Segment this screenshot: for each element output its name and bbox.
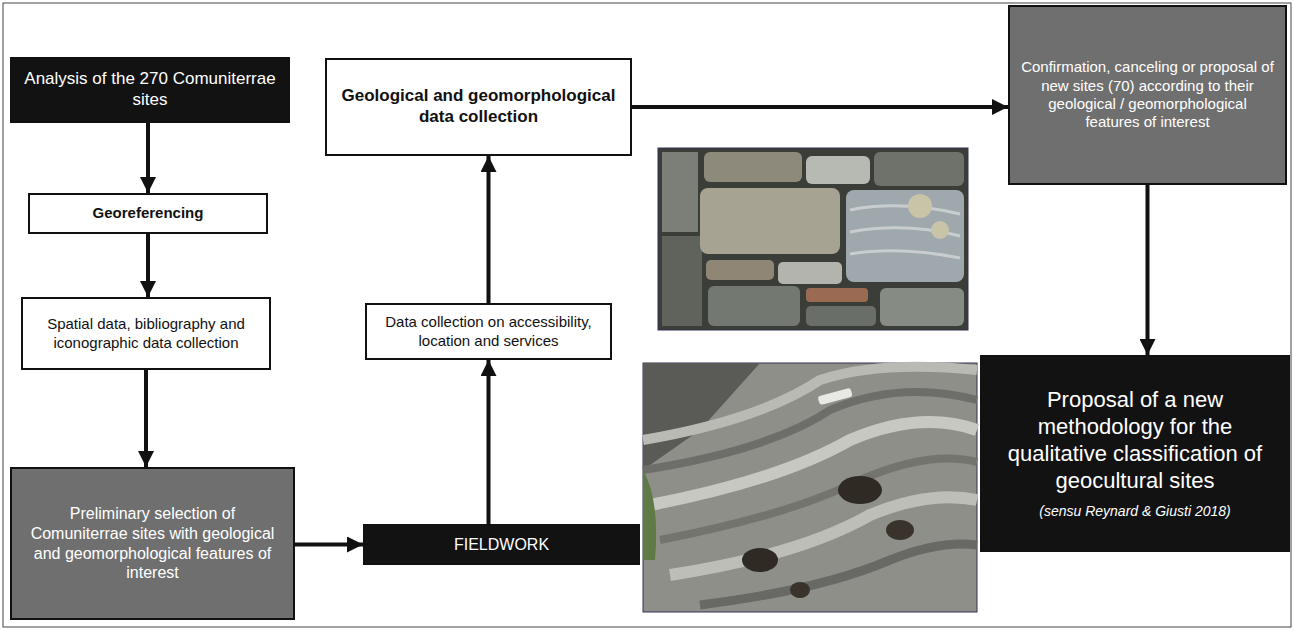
- flow-arrow: [1146, 185, 1150, 355]
- node-text: Georeferencing: [93, 204, 204, 222]
- flow-arrow: [295, 543, 363, 547]
- node-text: Preliminary selection of Comuniterrae si…: [22, 504, 283, 582]
- outcome-box: Proposal of a new methodology for the qu…: [980, 355, 1290, 552]
- flow-arrow: [146, 234, 150, 297]
- node-text: Spatial data, bibliography and iconograp…: [33, 315, 259, 352]
- node-text: Geological and geomorphological data col…: [337, 86, 620, 127]
- folded-rock-photo: [643, 363, 977, 612]
- node-text: Analysis of the 270 Comuniterrae sites: [22, 69, 278, 110]
- process-box: Spatial data, bibliography and iconograp…: [21, 297, 271, 370]
- flow-arrow: [632, 105, 1008, 109]
- node-text: Confirmation, canceling or proposal of n…: [1020, 58, 1275, 131]
- flow-arrow: [487, 360, 491, 524]
- citation-text: (sensu Reynard & Giusti 2018): [1039, 503, 1230, 520]
- figure-frame: [3, 3, 1291, 627]
- flow-arrow: [144, 370, 148, 467]
- node-text: FIELDWORK: [454, 535, 549, 555]
- node-text: Data collection on accessibility, locati…: [377, 313, 600, 350]
- process-box: Geological and geomorphological data col…: [325, 58, 632, 156]
- stone-wall-photo: [658, 148, 968, 330]
- flow-arrow: [146, 123, 150, 193]
- selection-box: Preliminary selection of Comuniterrae si…: [10, 467, 295, 620]
- fieldwork-box: FIELDWORK: [363, 524, 640, 565]
- process-box: Data collection on accessibility, locati…: [365, 303, 612, 360]
- flow-arrow: [487, 156, 491, 303]
- process-box: Georeferencing: [28, 193, 268, 234]
- result-box: Confirmation, canceling or proposal of n…: [1008, 5, 1287, 185]
- start-box: Analysis of the 270 Comuniterrae sites: [10, 57, 290, 123]
- node-text: Proposal of a new methodology for the qu…: [992, 387, 1278, 494]
